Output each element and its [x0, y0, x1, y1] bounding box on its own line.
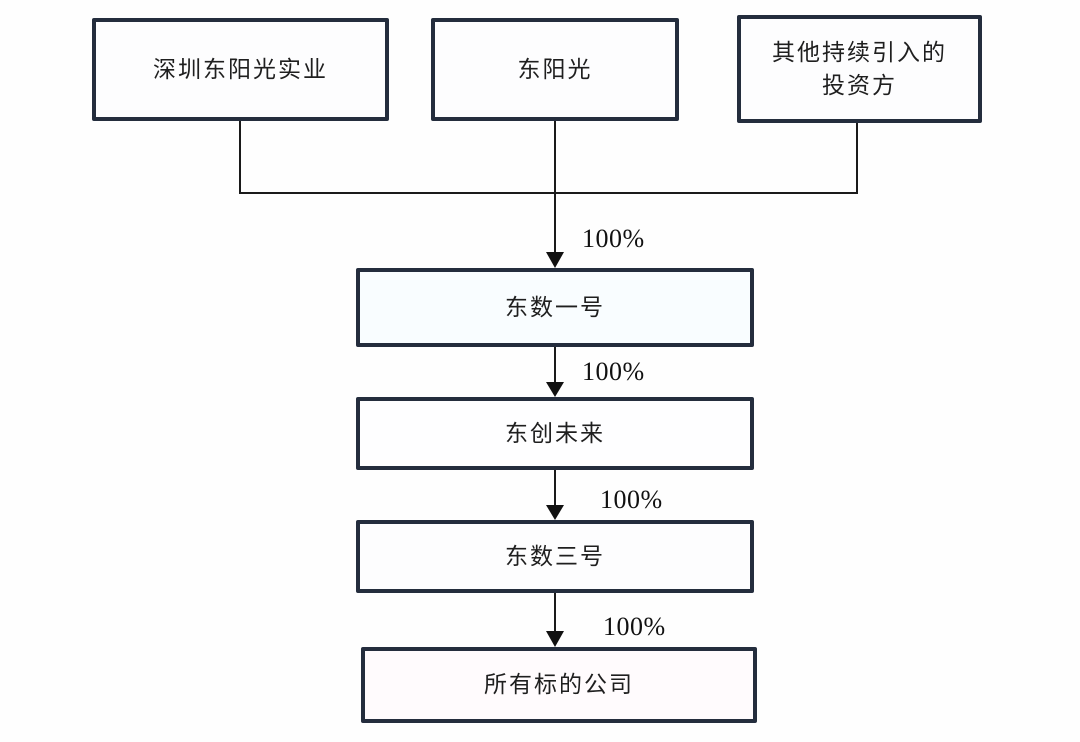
edge-label-weilai-to-no3: 100%: [600, 485, 663, 514]
node-shenzhen-dongyangguang: 深圳东阳光实业: [92, 18, 389, 121]
node-other-investors: 其他持续引入的 投资方: [737, 15, 982, 123]
edge-label-no3-to-targets: 100%: [603, 612, 666, 641]
arrowhead-to-all-target-companies: [546, 631, 564, 647]
node-dongchuang-weilai: 东创未来: [356, 397, 754, 470]
node-label-shenzhen-dongyangguang: 深圳东阳光实业: [153, 56, 328, 82]
node-all-target-companies: 所有标的公司: [361, 647, 757, 723]
node-dongshu-no1: 东数一号: [356, 268, 754, 347]
node-label-dongyangguang: 东阳光: [517, 56, 593, 82]
arrowhead-to-dongchuang-weilai: [546, 382, 564, 397]
edge-label-parents-to-no1: 100%: [582, 224, 645, 253]
node-label-dongchuang-weilai: 东创未来: [505, 420, 605, 446]
node-label-dongshu-no3: 东数三号: [505, 543, 605, 569]
node-dongshu-no3: 东数三号: [356, 520, 754, 593]
edge-label-no1-to-weilai: 100%: [582, 357, 645, 386]
node-label-dongshu-no1: 东数一号: [505, 294, 605, 320]
arrowhead-to-dongshu-no1: [546, 252, 564, 268]
arrowhead-to-dongshu-no3: [546, 505, 564, 520]
node-label-other-investors: 其他持续引入的 投资方: [772, 39, 947, 98]
node-label-all-target-companies: 所有标的公司: [484, 672, 634, 698]
node-dongyangguang: 东阳光: [431, 18, 679, 121]
